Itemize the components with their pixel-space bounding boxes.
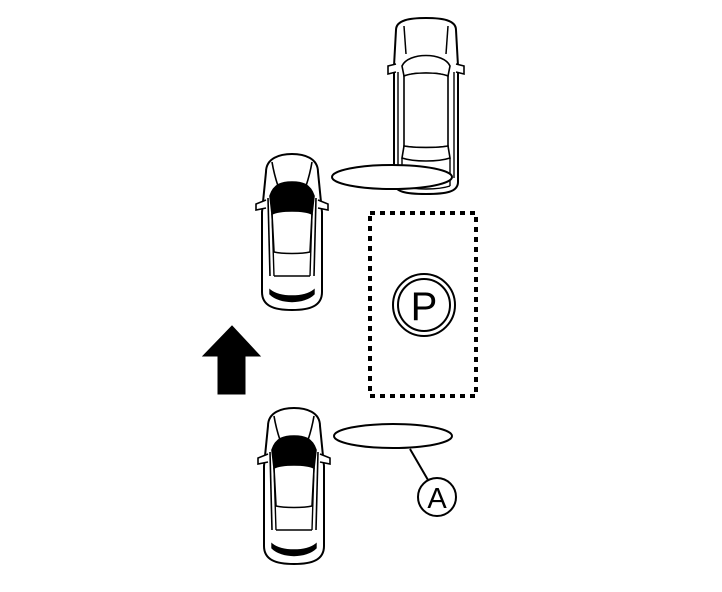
- sensor-callout: A: [417, 477, 457, 517]
- vehicle-start-position: [257, 407, 331, 565]
- callout-leader-line: [409, 448, 429, 481]
- parking-symbol-label: P: [411, 285, 438, 329]
- sensor-callout-label: A: [427, 483, 447, 515]
- vehicle-forward-position: [255, 153, 329, 311]
- parking-symbol-icon: P: [392, 273, 456, 337]
- arrow-up-icon: [201, 325, 262, 395]
- sensor-beam-upper: [331, 164, 453, 190]
- parking-space: [368, 211, 478, 398]
- sensor-beam-lower: [333, 423, 453, 449]
